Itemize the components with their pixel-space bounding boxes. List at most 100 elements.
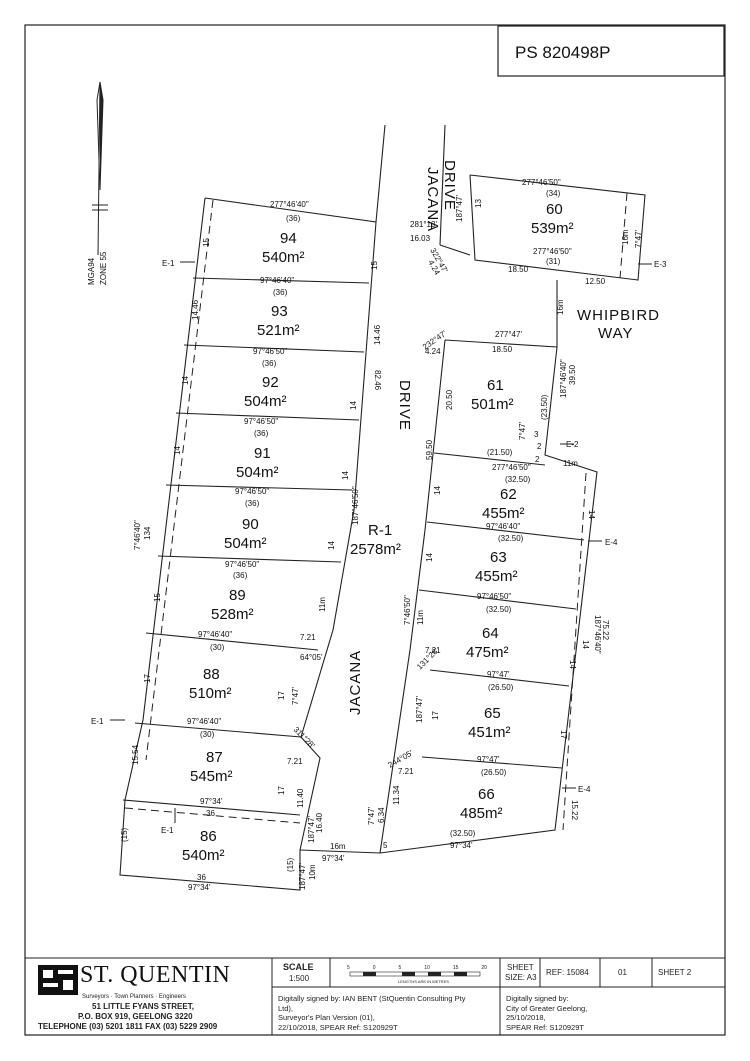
dim: 64°05' — [300, 653, 323, 662]
lot-id: 86 — [200, 828, 217, 845]
road-name-jacana: JACANA — [347, 650, 364, 715]
dim: 14 — [587, 510, 596, 519]
dim: 97°46'40" — [198, 630, 232, 639]
lot-area: 501m² — [471, 396, 514, 413]
st-quentin-logo-icon — [38, 965, 78, 995]
signature-line: SPEAR Ref: S120929T — [506, 1022, 584, 1032]
dim: 12.50 — [585, 277, 606, 286]
boundary-89-88 — [145, 632, 319, 651]
dim: 16m — [621, 229, 630, 245]
dim: 14 — [327, 541, 336, 550]
road-name-way: WAY — [598, 325, 634, 342]
dim: 97°46'40" — [260, 276, 294, 285]
dim: 18.50 — [492, 345, 513, 354]
lot-id: 94 — [280, 230, 297, 247]
dim: 311°28' — [292, 725, 317, 750]
scale-tick: 0 — [372, 965, 376, 971]
dim: 16.03 — [410, 234, 431, 243]
lot-id: 61 — [487, 377, 504, 394]
easement-e1-line — [145, 199, 214, 761]
surveyor-signature-block: Digitally signed by: IAN BENT (StQuentin… — [278, 994, 465, 1032]
dim: 14 — [341, 471, 350, 480]
road-corner-splay — [439, 244, 471, 256]
company-address-street: 51 LITTLE FYANS STREET, — [92, 1002, 194, 1011]
dim: 10m — [308, 864, 317, 880]
plan-number-box — [497, 25, 725, 77]
dim: 18.50 — [508, 265, 529, 274]
signature-line: Ltd), — [278, 1003, 294, 1013]
dim: (26.50) — [488, 683, 514, 692]
company-telephone: TELEPHONE (03) 5201 1811 FAX (03) 5229 2… — [38, 1022, 218, 1031]
dim: 11.40 — [296, 788, 305, 808]
dim: (23.50) — [540, 394, 549, 420]
dim: 277°46'50" — [522, 178, 561, 187]
lot-area: 504m² — [244, 393, 287, 410]
dim: (32.50) — [505, 475, 531, 484]
lot-id: 89 — [229, 587, 246, 604]
lot-area: 485m² — [460, 805, 503, 822]
dim: 7.21 — [425, 646, 441, 655]
dim: 187°46'40" — [559, 359, 568, 398]
lot-area: 504m² — [224, 535, 267, 552]
scale-tick: 5 — [347, 965, 350, 971]
easement-label: E-2 — [566, 440, 579, 449]
dim: 7°46'50" — [403, 595, 412, 625]
company-tagline: Surveyors · Town Planners · Engineers — [82, 994, 186, 1000]
dim: 15 — [370, 261, 379, 270]
dim: 17 — [277, 786, 286, 795]
signature-line: Digitally signed by: — [506, 994, 569, 1003]
sheet-number: SHEET 2 — [658, 968, 692, 977]
dim: 97°34' — [200, 797, 223, 806]
road-name-jacana: JACANA — [424, 167, 441, 232]
dim: (36) — [273, 288, 288, 297]
boundary-63-64 — [418, 589, 577, 610]
dim: 2 — [537, 442, 542, 451]
dim: (32.50) — [486, 605, 512, 614]
dim: 14 — [181, 376, 190, 385]
signature-line: City of Greater Geelong, — [506, 1003, 588, 1013]
reserve-area: 2578m² — [350, 541, 401, 558]
dim: 97°34' — [188, 883, 211, 892]
lot-area: 539m² — [531, 220, 574, 237]
dim: (36) — [233, 571, 248, 580]
scale-value: 1:500 — [289, 974, 310, 983]
sheet-size-label: SHEET — [507, 963, 534, 972]
east-block-boundary — [379, 339, 598, 854]
dim: 15 — [153, 593, 162, 602]
dim: 7°47' — [367, 806, 376, 825]
dim: 15.22 — [570, 800, 579, 821]
scale-caption: LENGTHS ARE IN METRES — [398, 979, 449, 984]
scale-ticks: 5 0 5 10 15 20 — [347, 965, 487, 971]
lot-id: 63 — [490, 549, 507, 566]
lot-area: 475m² — [466, 644, 509, 661]
dim: (36) — [262, 359, 277, 368]
signature-line: 25/10/2018, — [506, 1013, 546, 1022]
lot-id: 65 — [484, 705, 501, 722]
boundary-91-90 — [165, 484, 353, 491]
dim: 4.24 — [425, 347, 441, 356]
dim: 97°34' — [322, 854, 345, 863]
lot-id: 62 — [500, 486, 517, 503]
boundary-65-66 — [421, 756, 563, 769]
dim: 277°46'50" — [533, 247, 572, 256]
lot-area: 455m² — [475, 568, 518, 585]
boundary-94-93 — [192, 277, 370, 284]
dim: 187°47' — [455, 195, 464, 222]
council-signature-block: Digitally signed by: City of Greater Gee… — [506, 994, 587, 1032]
lot-area: 521m² — [257, 322, 300, 339]
dim: (31) — [546, 257, 561, 266]
company-name: ST. QUENTIN — [80, 962, 231, 988]
dim: (30) — [200, 730, 215, 739]
dim: 97°47' — [487, 670, 510, 679]
dim: 39.50 — [568, 364, 577, 385]
dim: 97°46'50" — [253, 347, 287, 356]
dim: 277°47' — [495, 330, 522, 339]
jacana-drive-west-line — [375, 124, 386, 223]
dim: 16m — [556, 299, 565, 315]
dim: 14 — [173, 446, 182, 455]
dim: 13 — [474, 199, 483, 208]
scale-label: SCALE — [283, 962, 314, 972]
boundary-87-86 — [122, 799, 301, 816]
sheet-size-value: SIZE: A3 — [505, 973, 537, 982]
